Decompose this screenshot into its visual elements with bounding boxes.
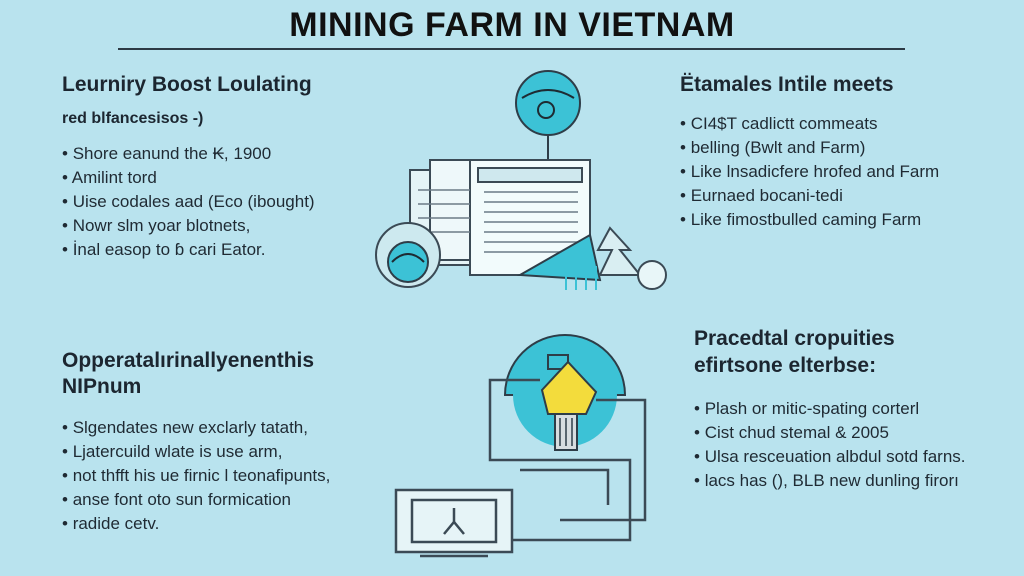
list-item: Slgendates new exclarly tatath, <box>62 416 330 440</box>
section-heading: Leurniry Boost Loulating <box>62 73 312 96</box>
section-heading: Opperatalırinallyenenthis <box>62 349 315 372</box>
section-heading-line2: efirtsone elterbse: <box>694 354 877 377</box>
gear-globe-icon <box>375 222 441 288</box>
list-item: belling (Bwlt and Farm) <box>680 136 939 160</box>
list-item: Plash or mitic-spating corterl <box>694 397 966 421</box>
list-item: Like lnsadicfere hrofed and Farm <box>680 160 940 184</box>
computer-monitor-icon <box>394 488 514 558</box>
list-item: radide cetv. <box>62 512 330 536</box>
list-item: Uise codales aad (Eco (ibought) <box>62 190 315 214</box>
circuit-lines <box>488 378 647 542</box>
list-item: Ulsa resceuation albdul sotd farns. <box>694 445 966 469</box>
page-title: MINING FARM IN VIETNAM <box>289 6 735 44</box>
list-item: Amilint tord <box>62 166 315 190</box>
list-item: Cist chud stemal & 2005 <box>694 421 966 445</box>
section-bottom-left: Opperatalırinallyenenthis NIPnum Slgenda… <box>62 348 330 536</box>
list-item: İnal easop to ɓ cari Eator. <box>62 238 315 262</box>
list-item: Nowr slm yoar blotnets, <box>62 214 315 238</box>
list-item: not thfft his ue firnic l teonafipunts, <box>62 464 331 488</box>
server-rack-icon <box>409 159 602 282</box>
section-bottom-right: Pracedtal cropuities efirtsone elterbse:… <box>694 325 966 493</box>
list-item: anse font oto sun formication <box>62 488 330 512</box>
list-item: lacs has (), BLB new dunling firorı <box>694 469 966 493</box>
bullet-list: CI4$T cadlictt commeats belling (Bwlt an… <box>680 112 940 232</box>
list-item: Ljatercuild wlate is use arm, <box>62 440 330 464</box>
list-item: Like fimostbulled caming Farm <box>680 208 939 232</box>
water-bucket-icon <box>515 70 581 160</box>
lightbulb-icon <box>503 334 627 451</box>
section-top-left: Leurniry Boost Loulating red blfancesiso… <box>62 72 315 262</box>
section-heading: Pracedtal cropuities <box>694 327 895 350</box>
tree-icon <box>565 226 667 290</box>
bullet-list: Shore eanund the ₭, 1900 Amilint tord Ui… <box>62 142 315 262</box>
list-item: CI4$T cadlictt commeats <box>680 112 939 136</box>
title-divider <box>118 48 905 50</box>
section-subheading: red blfancesisos -) <box>62 110 204 127</box>
section-top-right: Ëtamales Intile meets CI4$T cadlictt com… <box>680 72 939 232</box>
section-heading-line2: NIPnum <box>62 375 142 398</box>
list-item: Eurnaed bocani-tedi <box>680 184 939 208</box>
list-item: Shore eanund the ₭, 1900 <box>62 142 315 166</box>
section-heading: Ëtamales Intile meets <box>680 73 894 96</box>
bullet-list: Plash or mitic-spating corterl Cist chud… <box>694 397 966 493</box>
bullet-list: Slgendates new exclarly tatath, Ljatercu… <box>62 416 331 536</box>
